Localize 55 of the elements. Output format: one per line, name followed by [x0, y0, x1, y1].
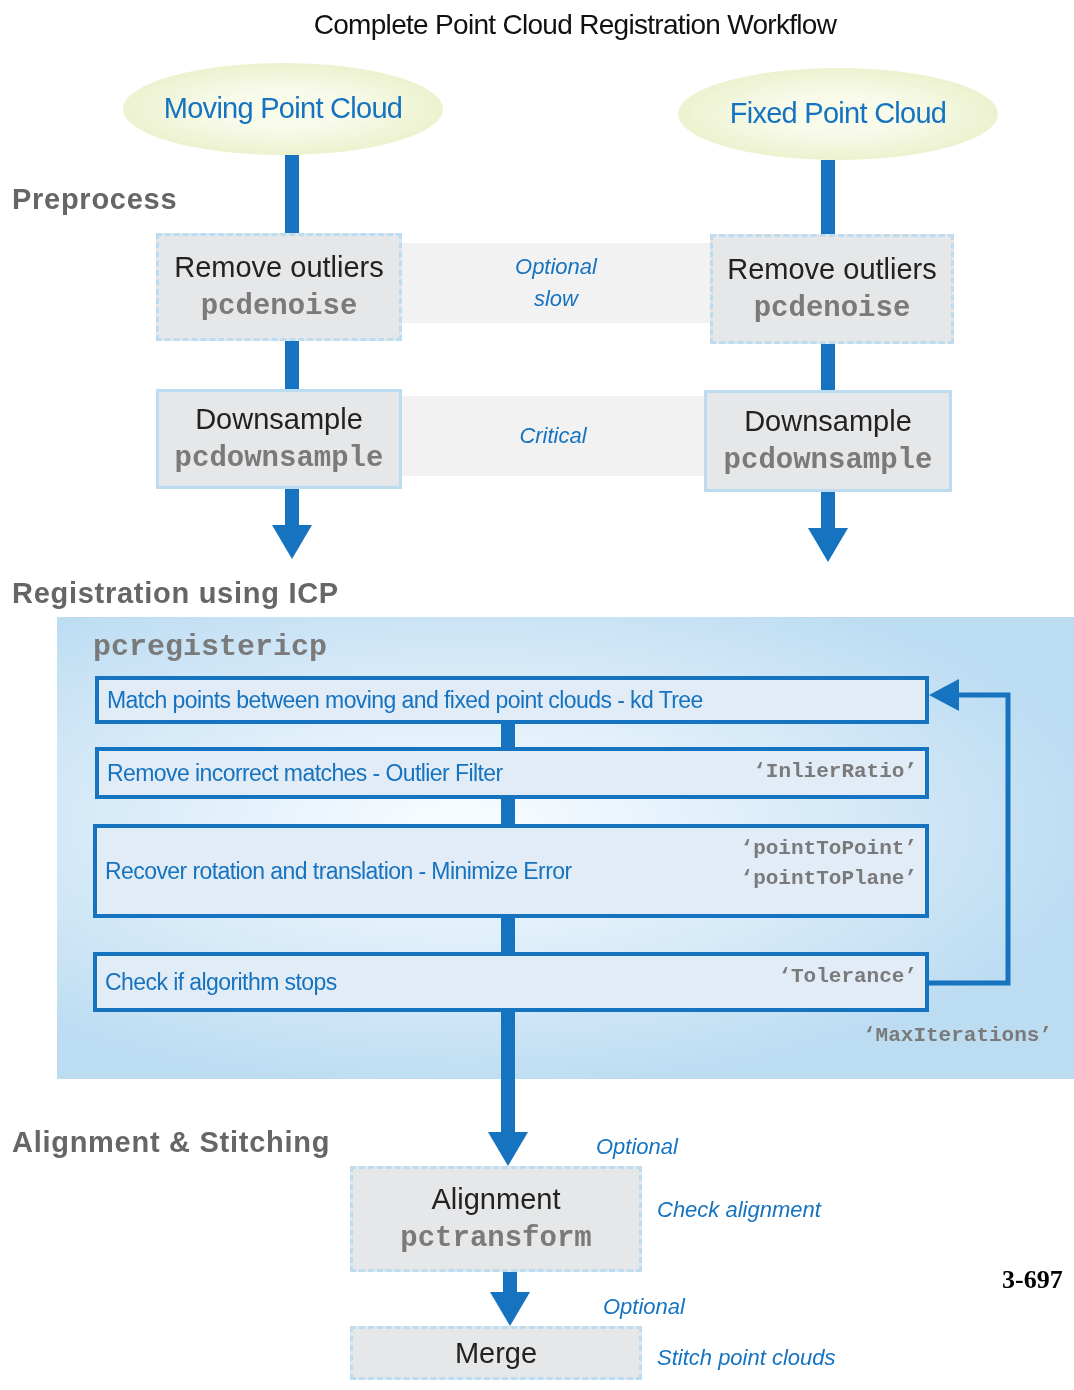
section-heading: Registration using ICP	[12, 576, 339, 611]
arrow	[808, 492, 848, 562]
arrow	[929, 679, 1011, 986]
arrow	[488, 1012, 528, 1166]
note-band	[402, 243, 710, 323]
step-title: Remove outliers	[174, 249, 384, 285]
step-text: Match points between moving and fixed point clouds - kd Tree	[107, 685, 703, 715]
arrow	[490, 1272, 530, 1326]
connector-line	[501, 799, 515, 824]
arrow	[272, 489, 312, 559]
connector-line	[501, 724, 515, 747]
parameter-name: ‘Tolerance’	[778, 964, 917, 990]
note-band	[402, 396, 704, 476]
function-name: pcregistericp	[93, 629, 328, 666]
process-box	[156, 233, 402, 341]
step-text: Recover rotation and translation - Minimize Error	[105, 856, 572, 886]
step-title: Downsample	[195, 401, 363, 437]
process-box	[156, 389, 402, 489]
algorithm-step	[95, 676, 929, 724]
connector-line	[821, 344, 835, 390]
parameter-name: ‘pointToPlane’	[740, 866, 917, 893]
note-text: Critical	[518, 422, 588, 450]
parameter-name: ‘InlierRatio’	[753, 759, 917, 785]
parameter-name: ‘pointToPoint’	[740, 836, 917, 862]
step-title: Alignment	[431, 1181, 561, 1217]
process-box	[704, 390, 952, 492]
connector-line	[285, 341, 299, 389]
connector-line	[285, 155, 299, 233]
step-title: Downsample	[744, 403, 912, 439]
section-heading: Alignment & Stitching	[12, 1125, 331, 1160]
function-name: pcdenoise	[753, 291, 911, 327]
step-title: Merge	[454, 1335, 538, 1371]
function-name: pcdownsample	[723, 443, 933, 479]
connector-line	[821, 160, 835, 234]
step-text: Remove incorrect matches - Outlier Filter	[107, 758, 503, 788]
parameter-name: ‘MaxIterations’	[862, 1022, 1052, 1049]
algorithm-step	[93, 824, 929, 918]
connector-line	[501, 918, 515, 952]
algorithm-step	[95, 747, 929, 799]
ellipse-label: Moving Point Cloud	[163, 91, 403, 127]
icp-panel	[57, 617, 1074, 1079]
section-heading: Preprocess	[12, 182, 178, 217]
side-note: Check alignment	[657, 1196, 821, 1224]
page-number: 3-697	[1002, 1264, 1063, 1296]
algorithm-step	[93, 952, 929, 1012]
function-name: pctransform	[400, 1221, 592, 1257]
function-name: pcdenoise	[200, 289, 358, 325]
diagram-title: Complete Point Cloud Registration Workflow	[313, 9, 837, 40]
step-title: Remove outliers	[727, 251, 937, 287]
function-name: pcdownsample	[174, 441, 384, 477]
process-box	[710, 234, 954, 344]
side-note: Stitch point clouds	[657, 1344, 836, 1372]
note-text: Optional slow	[514, 253, 599, 313]
ellipse-label: Fixed Point Cloud	[729, 96, 947, 132]
step-text: Check if algorithm stops	[105, 967, 337, 997]
